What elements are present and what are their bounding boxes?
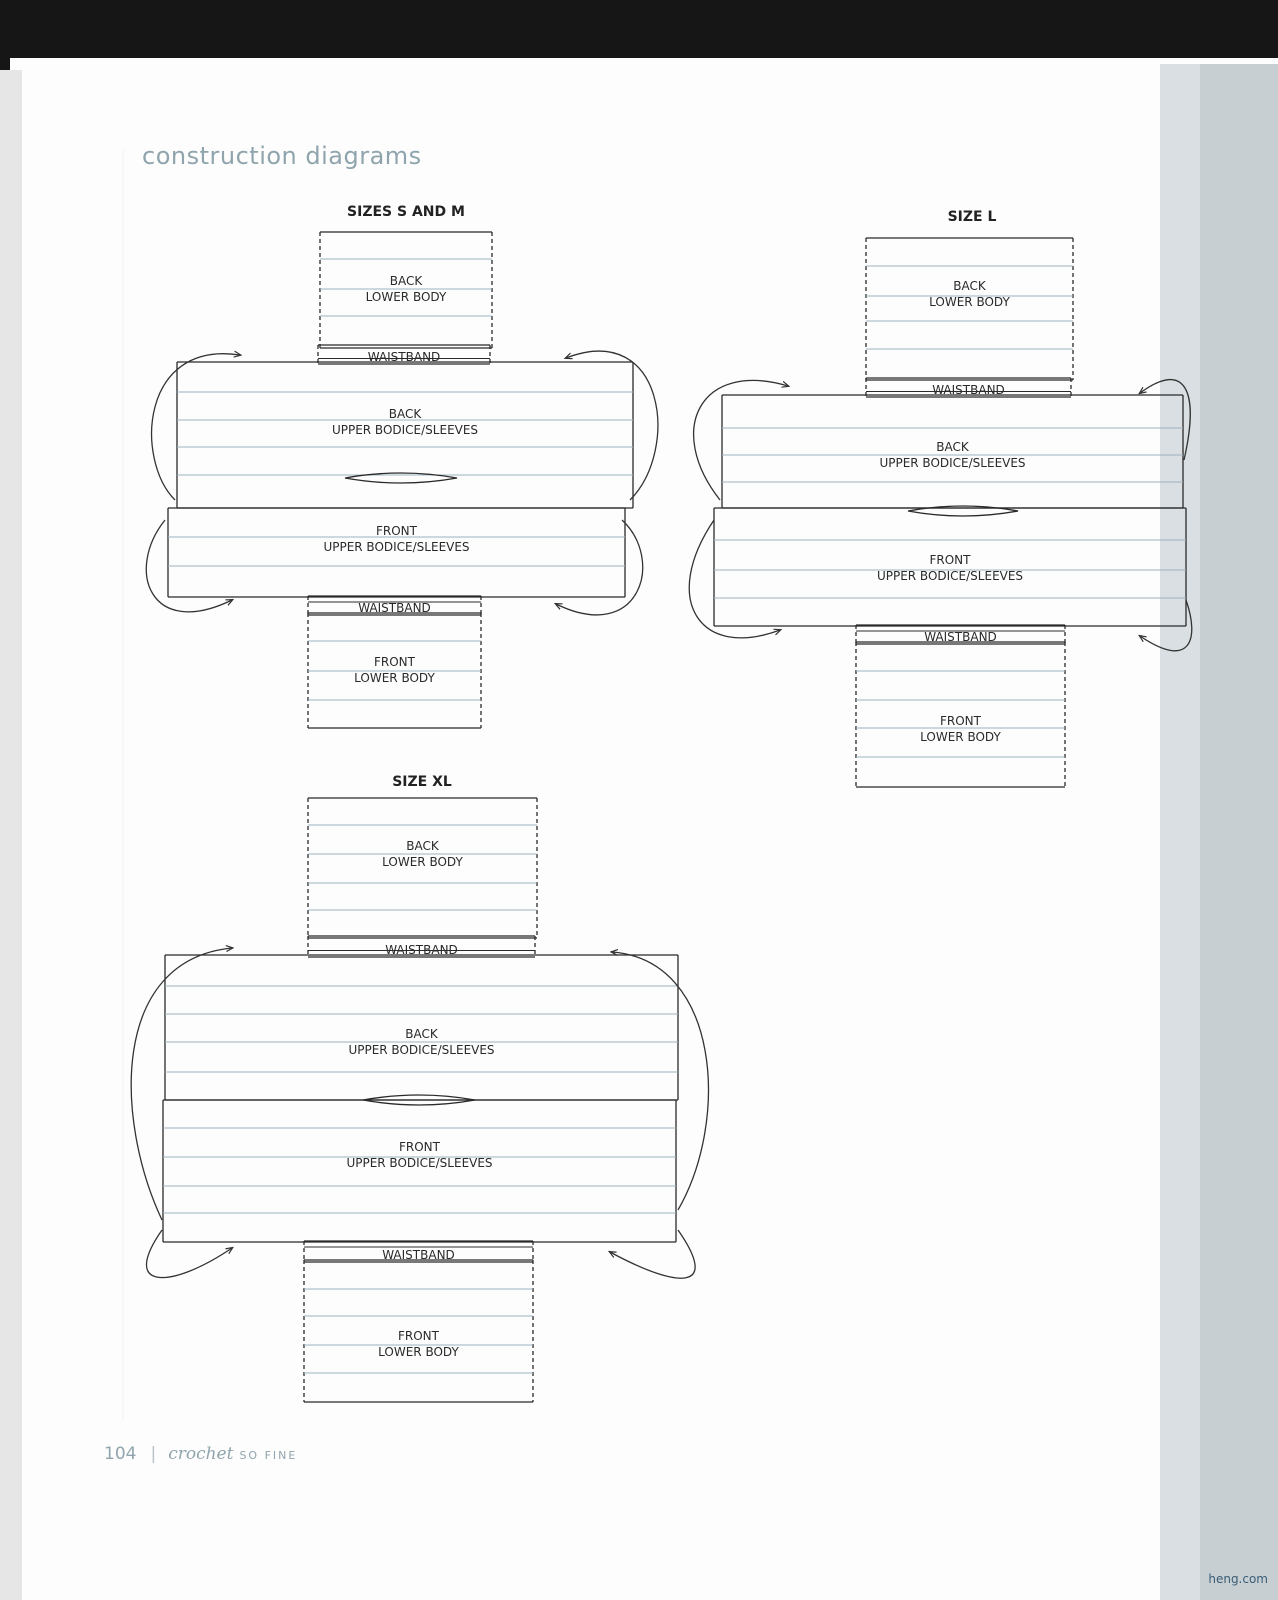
diagram-size-xl: BACK LOWER BODY WAISTBAND BACK UPPER BODICE/…: [130, 797, 709, 1403]
back-upper-bodice-label-line-0: BACK: [405, 1027, 439, 1041]
neck-opening: [344, 472, 458, 484]
front-upper-bodice-label-line-0: FRONT: [376, 524, 418, 538]
front-upper-bodice-label-line-0: FRONT: [930, 553, 972, 567]
folio-divider: |: [150, 1444, 157, 1464]
front-lower-body-label-line-1: LOWER BODY: [354, 671, 435, 685]
seam-arrow-2: [145, 1229, 232, 1279]
waistband-top-label: WAISTBAND: [385, 943, 458, 957]
diagram-title-l: SIZE L: [947, 209, 997, 225]
page-folio: 104 | crochet SO FINE: [104, 1444, 297, 1464]
diagram-title-xl: SIZE XL: [392, 774, 452, 790]
front-upper-bodice-label-line-1: UPPER BODICE/SLEEVES: [323, 540, 469, 554]
seam-arrow-0: [693, 380, 788, 501]
diagram-sizes-s-m: BACK LOWER BODY WAISTBAND BACK UPPER BODICE/…: [145, 231, 659, 729]
diagram-size-l: BACK LOWER BODY WAISTBAND BACK UPPER BODICE/…: [688, 237, 1193, 788]
seam-arrow-1: [612, 952, 709, 1211]
back-upper-bodice-label-line-0: BACK: [389, 407, 423, 421]
front-upper-bodice-label-line-1: UPPER BODICE/SLEEVES: [877, 569, 1023, 583]
front-lower-body-label-line-0: FRONT: [374, 655, 416, 669]
seam-arrow-1: [1140, 379, 1191, 461]
back-upper-bodice-label-line-0: BACK: [936, 440, 970, 454]
diagram-title-s-m: SIZES S AND M: [347, 204, 465, 220]
watermark-text: heng.com: [1208, 1572, 1268, 1586]
book-title-italic: crochet: [168, 1444, 234, 1464]
waistband-top-label: WAISTBAND: [932, 383, 1005, 397]
back-upper-bodice-label-line-1: UPPER BODICE/SLEEVES: [348, 1043, 494, 1057]
front-upper-bodice-label-line-1: UPPER BODICE/SLEEVES: [346, 1156, 492, 1170]
page-number: 104: [104, 1444, 137, 1464]
back-lower-body-label-line-1: LOWER BODY: [929, 295, 1010, 309]
waistband-top-label: WAISTBAND: [368, 350, 441, 364]
seam-arrow-3: [556, 519, 644, 616]
seam-arrow-0: [130, 948, 232, 1221]
waistband-bottom-label: WAISTBAND: [382, 1248, 455, 1262]
seam-arrow-3: [610, 1229, 696, 1279]
back-lower-body-label-line-1: LOWER BODY: [382, 855, 463, 869]
back-upper-bodice-label-line-1: UPPER BODICE/SLEEVES: [879, 456, 1025, 470]
front-lower-body-label-line-1: LOWER BODY: [378, 1345, 459, 1359]
seam-arrow-1: [566, 350, 659, 501]
seam-arrow-2: [145, 519, 232, 613]
neck-opening: [907, 505, 1019, 517]
seam-arrow-3: [1140, 599, 1193, 652]
page-title: construction diagrams: [142, 142, 422, 170]
waistband-bottom-label: WAISTBAND: [358, 601, 431, 615]
front-lower-body-label-line-1: LOWER BODY: [920, 730, 1001, 744]
front-lower-body-label-line-0: FRONT: [398, 1329, 440, 1343]
book-title-caps: SO FINE: [239, 1449, 298, 1462]
back-lower-body-label-line-0: BACK: [406, 839, 440, 853]
back-lower-body-label-line-0: BACK: [390, 274, 424, 288]
seam-arrow-0: [151, 354, 240, 501]
back-upper-bodice-label-line-1: UPPER BODICE/SLEEVES: [332, 423, 478, 437]
seam-arrow-2: [688, 519, 780, 639]
back-lower-body-label-line-1: LOWER BODY: [366, 290, 447, 304]
waistband-bottom-label: WAISTBAND: [924, 630, 997, 644]
back-lower-body-label-line-0: BACK: [953, 279, 987, 293]
front-upper-bodice-label-line-0: FRONT: [399, 1140, 441, 1154]
front-lower-body-label-line-0: FRONT: [940, 714, 982, 728]
